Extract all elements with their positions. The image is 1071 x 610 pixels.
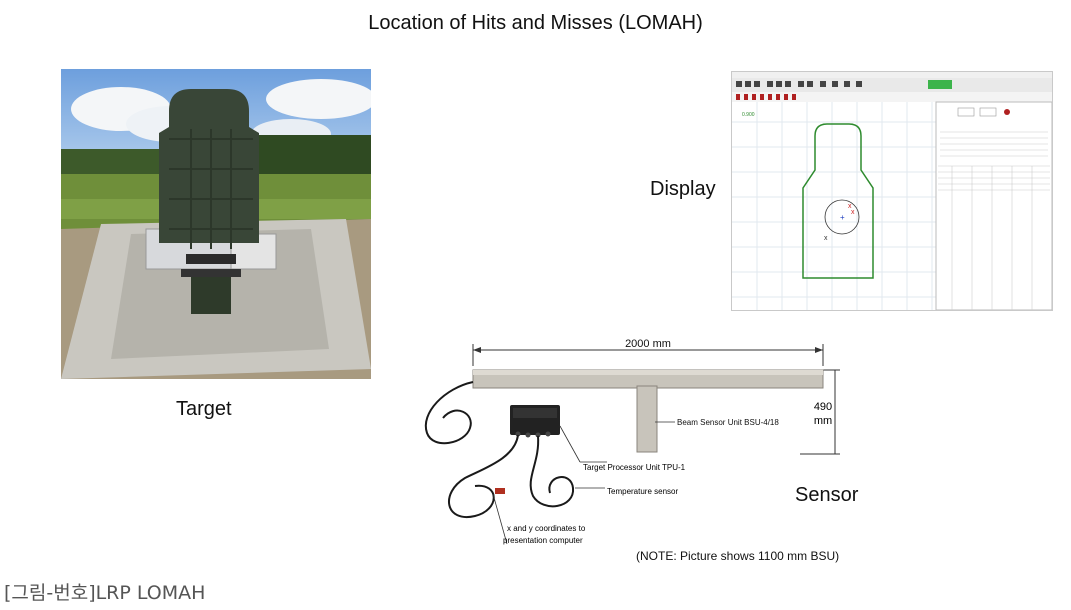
svg-text:x: x [824, 235, 828, 242]
height-unit: mm [814, 415, 832, 427]
xy-callout-line1: x and y coordinates to [507, 524, 586, 533]
svg-text:x: x [851, 209, 855, 216]
page-title: Location of Hits and Misses (LOMAH) [368, 12, 703, 34]
height-value: 490 [814, 401, 832, 413]
svg-text:+: + [840, 213, 845, 222]
figure-caption: [그림-번호]LRP LOMAH [4, 582, 206, 604]
temp-callout: Temperature sensor [607, 487, 678, 496]
sensor-drawing: 2000 mm 490 mm Beam Sensor Unit BSU-4/18… [424, 338, 840, 545]
tpu-callout: Target Processor Unit TPU-1 [583, 463, 686, 472]
grid-tag: 0.900 [742, 112, 755, 118]
display-screenshot: 0.900 + x x x [731, 71, 1053, 311]
target-photo [61, 69, 371, 379]
bsu-callout: Beam Sensor Unit BSU-4/18 [677, 418, 779, 427]
svg-text:x: x [848, 203, 852, 210]
sensor-label: Sensor [795, 484, 859, 506]
xy-callout-line2: presentation computer [503, 536, 583, 545]
display-label: Display [650, 178, 716, 200]
width-dimension: 2000 mm [625, 338, 671, 350]
note-text: (NOTE: Picture shows 1100 mm BSU) [636, 549, 840, 563]
target-label: Target [176, 398, 232, 420]
